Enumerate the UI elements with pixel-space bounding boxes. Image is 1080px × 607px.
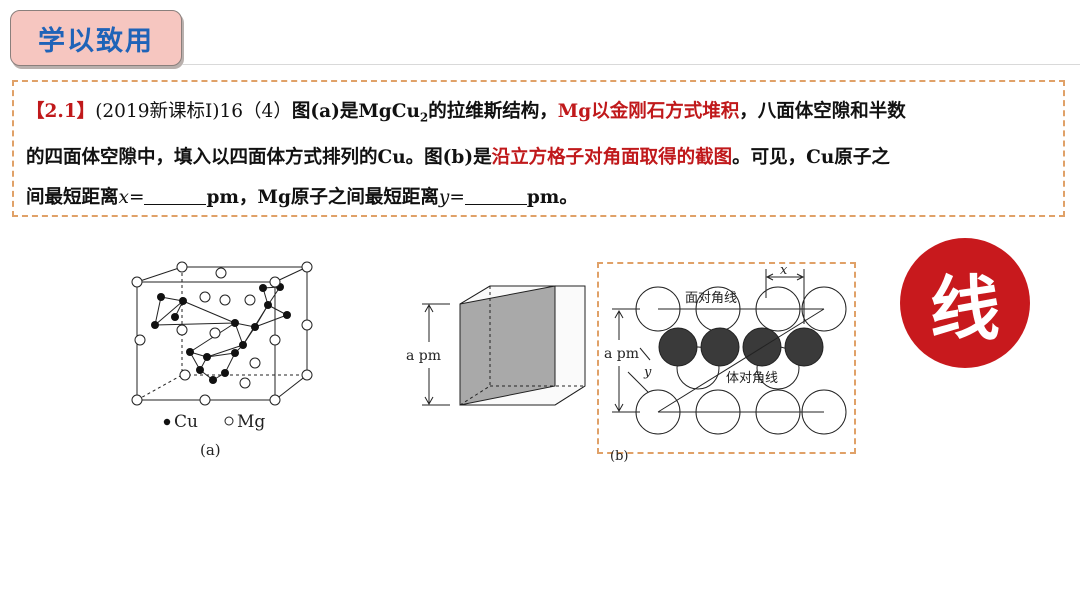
figure-b-frame [597,262,856,454]
variable-y: y [438,186,450,208]
question-text: ，八面体空隙和半数 [739,101,906,122]
figure-cube: a pm [406,285,586,406]
question-line-1: 【2.1】(2019新课标Ⅰ)16（4）图(a)是MgCu2的拉维斯结构，Mg以… [26,92,1053,138]
cu-atoms [151,283,291,384]
figure-b-caption: (b) [610,449,628,464]
badge-text: 线 [930,267,1000,350]
subscript: 2 [419,110,429,125]
label-x: x [780,264,788,278]
question-tag: 【2.1】 [26,101,96,122]
cu-legend-marker [163,418,171,426]
legend-mg-label: Mg [237,412,265,432]
question-text: 的四面体空隙中，填入以四面体方式排列的Cu。图(b)是 [26,146,492,168]
topic-badge: 线 [900,238,1030,368]
question-line-2: 的四面体空隙中，填入以四面体方式排列的Cu。图(b)是沿立方格子对角面取得的截图… [26,138,1053,178]
question-text: 图(a)是MgCu [291,101,420,122]
question-box: 【2.1】(2019新课标Ⅰ)16（4）图(a)是MgCu2的拉维斯结构，Mg以… [12,80,1065,217]
mg-atoms [131,261,313,406]
question-text: pm，Mg原子之间最短距离 [206,186,439,208]
section-lines [612,269,825,413]
question-text: 间最短距离 [26,186,119,208]
figure-a-caption: (a) [200,441,221,459]
figure-a-laves-structure: Cu Mg (a) [131,261,313,459]
equals-sign: = [449,186,465,208]
highlight-text: Mg以金刚石方式堆积 [557,101,740,122]
section-title-tab: 学以致用 [10,10,182,66]
cube-edge-label: a pm [406,348,441,364]
question-text: pm。 [526,186,578,208]
title-divider [182,64,1080,65]
question-text: 的拉维斯结构， [428,101,558,122]
question-line-3: 间最短距离x=pm，Mg原子之间最短距离y=pm。 [26,178,1053,218]
equals-sign: = [128,186,145,208]
label-a-pm: a pm [604,346,639,362]
body-diagonal-label: 体对角线 [726,371,778,386]
answer-blank-x [144,187,207,205]
answer-blank-y [464,187,527,205]
question-text: 。可见，Cu原子之 [732,146,890,168]
variable-x: x [118,186,129,208]
mg-legend-marker [224,416,234,426]
figure-b-section: x 面对角线 体对角线 a pm y (b) [604,264,847,464]
section-title: 学以致用 [38,25,154,57]
cell-edges [136,266,308,401]
question-source: (2019新课标Ⅰ)16（4） [95,101,292,122]
highlight-text: 沿立方格子对角面取得的截图 [491,146,733,168]
label-y: y [643,365,652,380]
legend-cu-label: Cu [174,412,198,432]
cube-edges [422,285,586,406]
face-diagonal-label: 面对角线 [685,291,737,306]
